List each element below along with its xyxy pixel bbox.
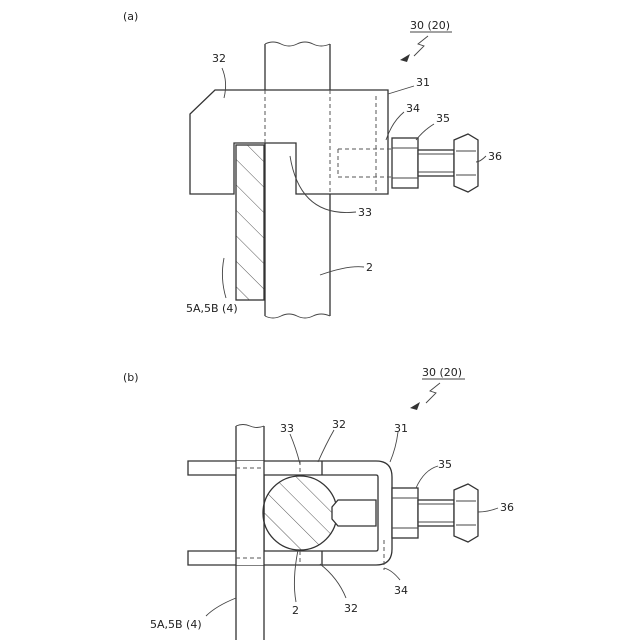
- label-a-2: 2: [366, 261, 373, 274]
- leader-b-31: [390, 432, 398, 462]
- plate-a: [236, 145, 264, 300]
- label-b-32-top: 32: [332, 418, 346, 431]
- leader-a-2: [320, 267, 364, 275]
- view-a-caption: (a): [123, 10, 138, 23]
- leader-b-34: [384, 568, 400, 580]
- view-b-assembly-arrowhead: [410, 402, 420, 410]
- leader-b-plate: [206, 598, 236, 616]
- leader-b-32-bottom: [320, 564, 346, 598]
- leader-b-33: [290, 434, 300, 464]
- leader-b-32-top: [318, 430, 334, 462]
- bracket-body-a: [190, 90, 388, 194]
- leader-b-35: [416, 466, 438, 488]
- label-b-33: 33: [280, 422, 294, 435]
- bolt-shank-b: [418, 500, 454, 526]
- view-a: (a) 30 (20): [123, 10, 502, 318]
- label-a-33: 33: [358, 206, 372, 219]
- bolt-head-a: [454, 134, 478, 192]
- label-a-31: 31: [416, 76, 430, 89]
- label-a-plate: 5A,5B (4): [186, 302, 238, 315]
- leader-a-plate: [222, 258, 226, 298]
- nut-b: [392, 488, 418, 538]
- bolt-head-b: [454, 484, 478, 542]
- view-b-assembly-label: 30 (20): [422, 366, 462, 379]
- label-b-34: 34: [394, 584, 408, 597]
- view-b: (b) 30 (20): [123, 366, 514, 640]
- label-a-34: 34: [406, 102, 420, 115]
- label-b-32-bottom: 32: [344, 602, 358, 615]
- nut-a: [392, 138, 418, 188]
- leader-a-34: [386, 112, 404, 140]
- label-b-2: 2: [292, 604, 299, 617]
- leader-a-31: [388, 86, 414, 94]
- label-b-31: 31: [394, 422, 408, 435]
- view-a-assembly-arrowhead: [400, 54, 410, 62]
- label-b-36: 36: [500, 501, 514, 514]
- label-a-32: 32: [212, 52, 226, 65]
- view-b-assembly-leader: [426, 383, 440, 403]
- rail-section-b: [263, 476, 337, 550]
- bolt-tip-b: [332, 500, 376, 526]
- label-b-plate: 5A,5B (4): [150, 618, 202, 631]
- label-b-35: 35: [438, 458, 452, 471]
- view-a-assembly-leader: [414, 36, 428, 56]
- view-b-caption: (b): [123, 371, 139, 384]
- bolt-shank-a: [418, 150, 454, 176]
- label-a-35: 35: [436, 112, 450, 125]
- view-a-assembly-label: 30 (20): [410, 19, 450, 32]
- leader-a-35: [416, 124, 434, 140]
- leader-b-36: [478, 508, 498, 512]
- label-a-36: 36: [488, 150, 502, 163]
